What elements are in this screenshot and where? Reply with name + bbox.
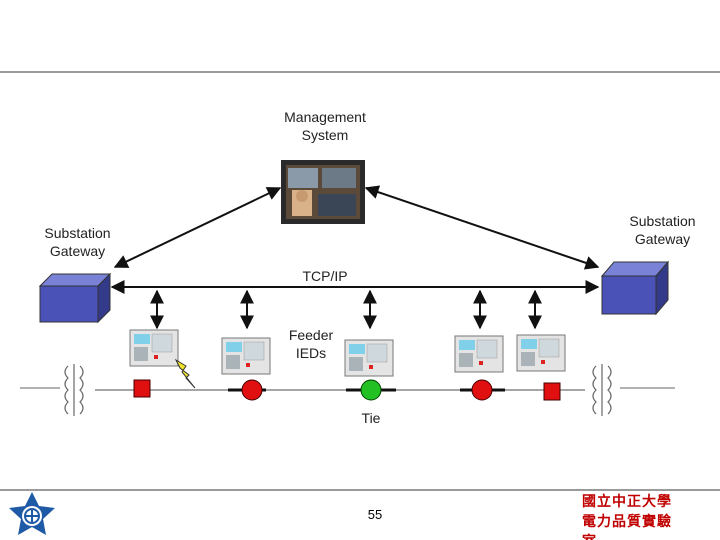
gateway-right-label: Substation Gateway (629, 213, 696, 247)
substation-gateway-left-icon (38, 272, 112, 324)
feeder-ieds-label: Feeder IEDs (288, 327, 334, 361)
breaker-closed-icon (460, 379, 505, 401)
breaker-square-left-icon (133, 379, 151, 398)
page-number: 55 (367, 507, 383, 522)
breaker-closed-icon (228, 379, 266, 401)
bottom-divider (0, 489, 720, 491)
organization-name: 國立中正大學 電力品質實驗 室 (582, 494, 672, 540)
link-management-right-gateway (364, 185, 600, 270)
substation-gateway-right-icon (600, 260, 670, 316)
ied-device-icon (516, 334, 566, 372)
link-management-left-gateway (113, 187, 282, 268)
breaker-square-right-icon (543, 382, 561, 401)
ied-device-icon (454, 335, 504, 373)
management-system-label: Management System (284, 109, 366, 143)
tie-label: Tie (361, 410, 381, 426)
ied-links (150, 289, 542, 330)
transformer-right-icon (592, 364, 612, 416)
top-divider (0, 71, 720, 73)
fault-lightning-icon (174, 358, 196, 389)
tie-switch-open-icon (346, 379, 396, 401)
transformer-left-icon (64, 364, 84, 416)
gateway-left-label: Substation Gateway (44, 225, 111, 259)
management-system-monitor-icon (281, 160, 365, 224)
ied-device-icon (221, 337, 271, 375)
ied-device-icon (344, 339, 394, 377)
tcpip-label: TCP/IP (302, 268, 348, 284)
university-emblem-icon (9, 492, 55, 535)
ied-device-icon (129, 329, 179, 367)
